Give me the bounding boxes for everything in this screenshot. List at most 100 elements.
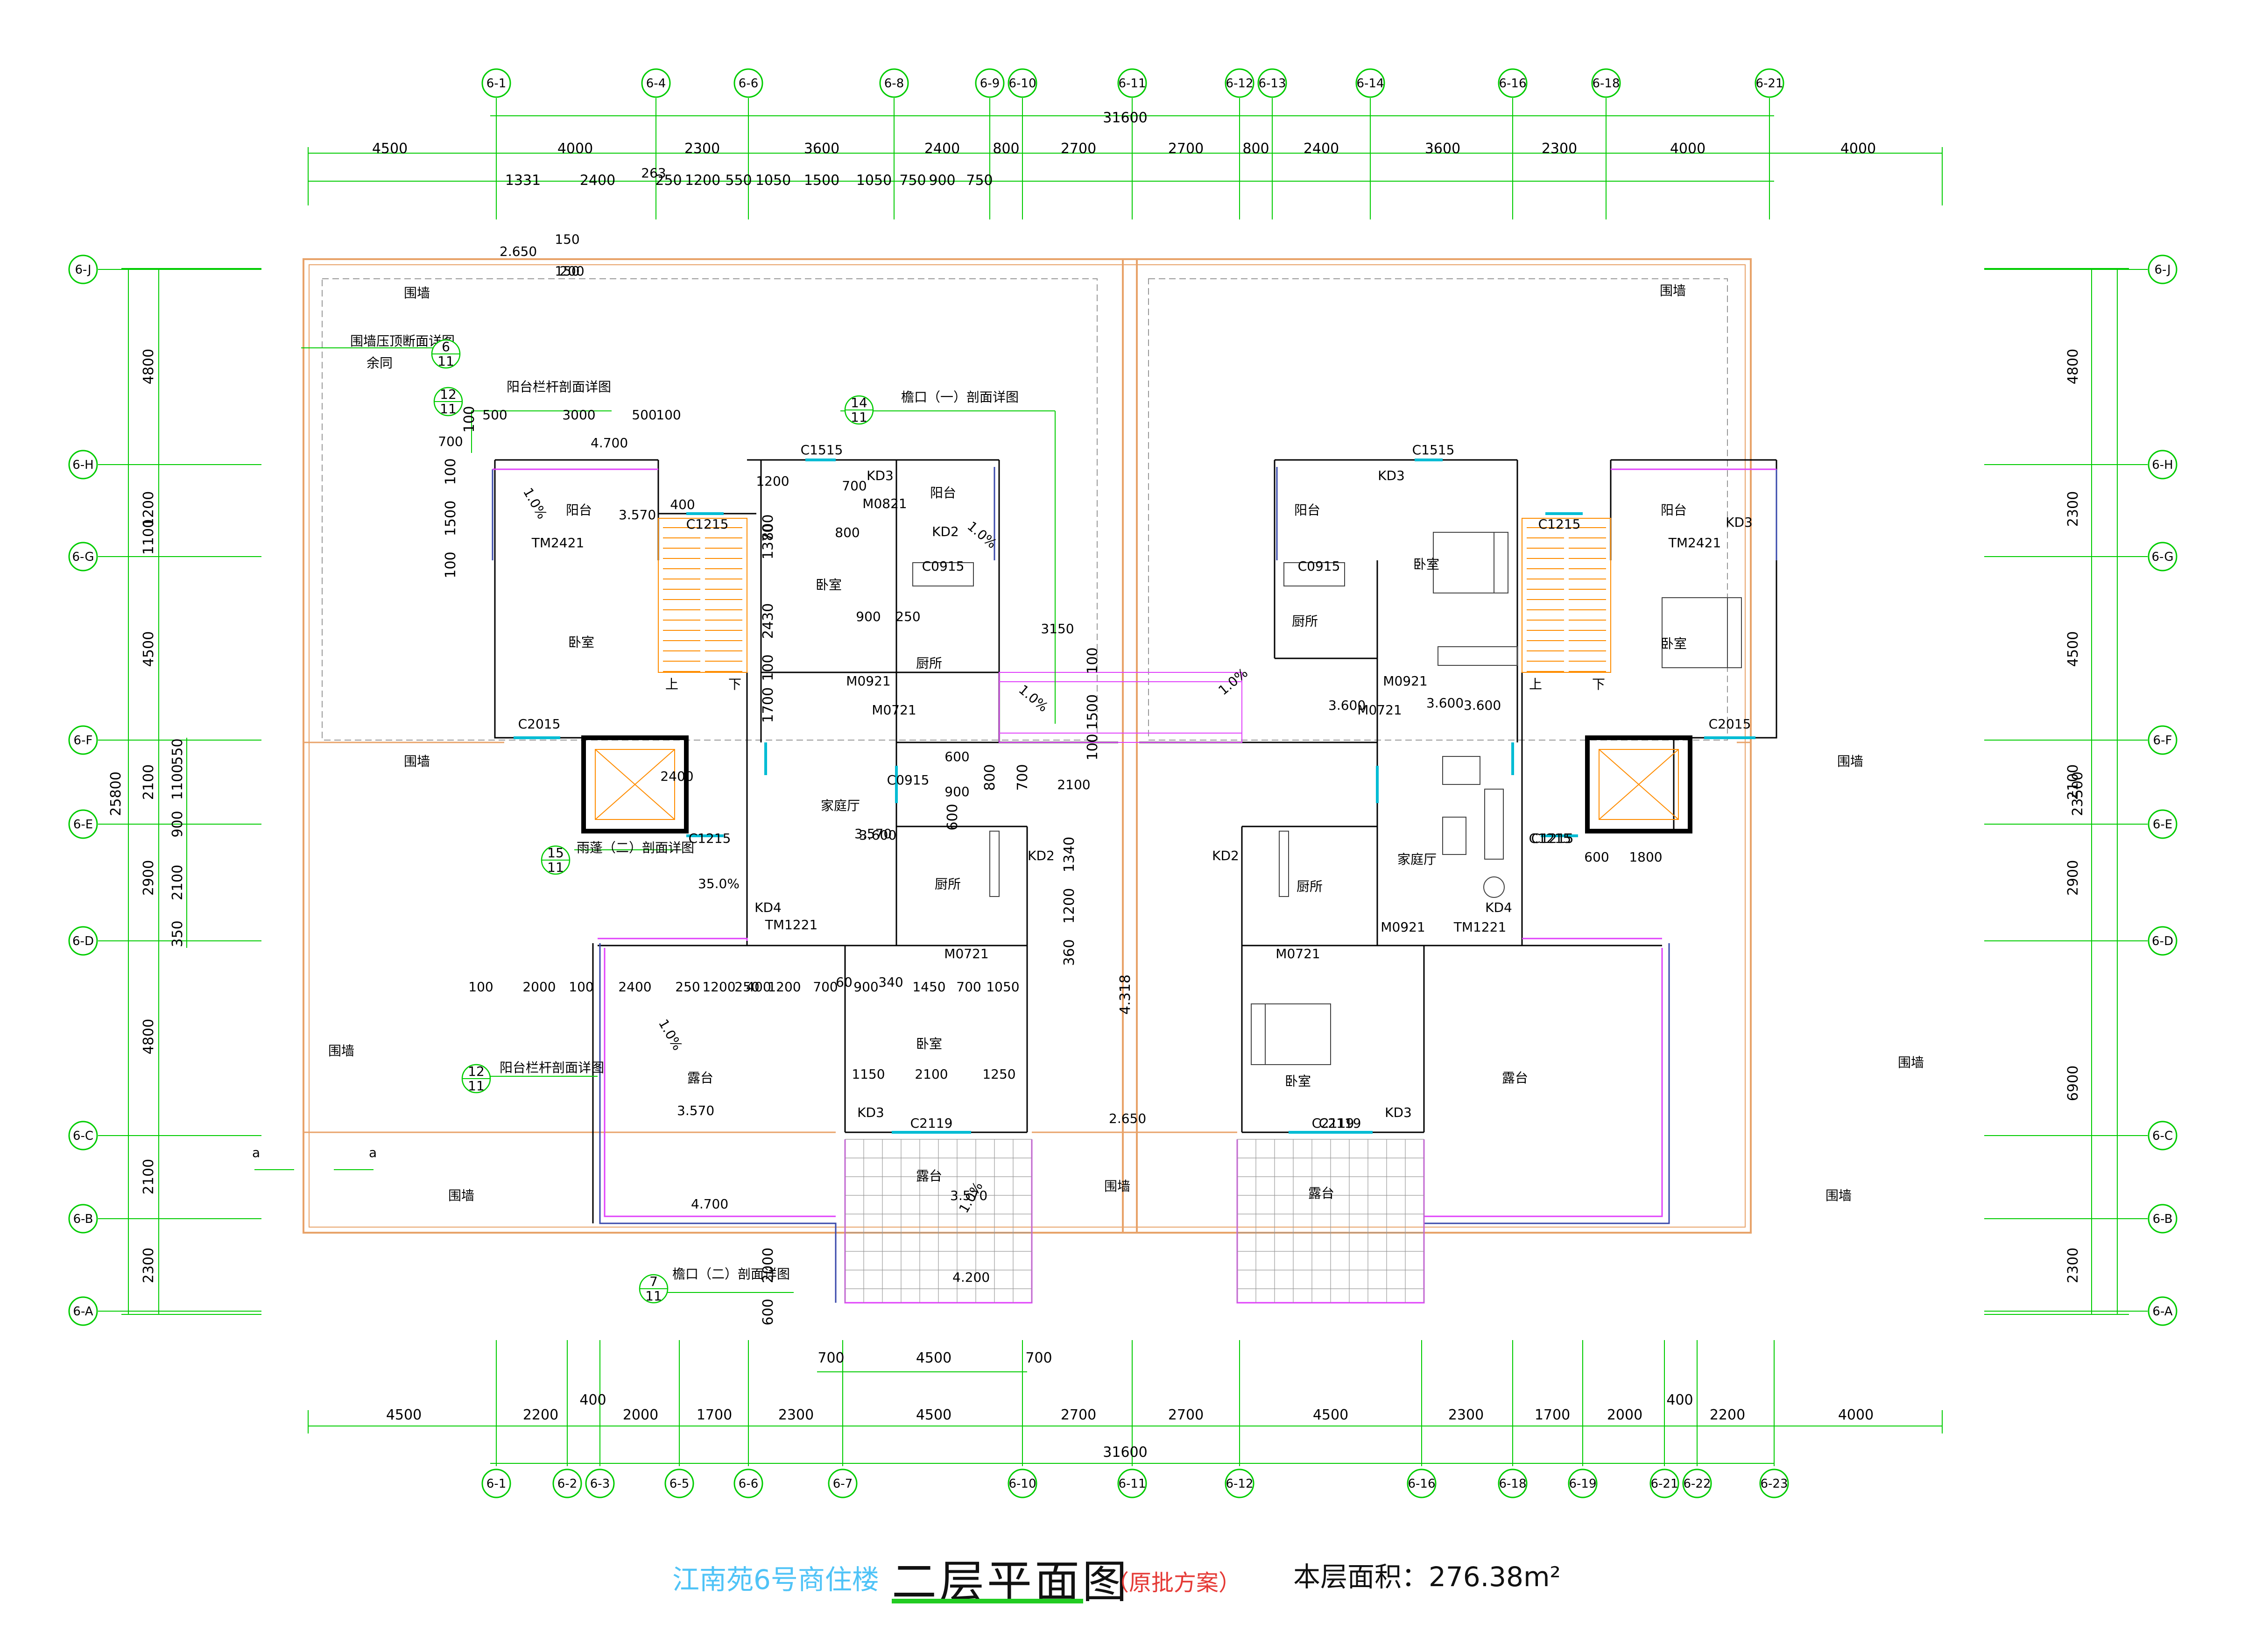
elevation-5: 3.600 [1328, 698, 1366, 713]
axis-left-6-C-label: 6-C [73, 1129, 93, 1143]
code-7: C2015 [518, 716, 561, 732]
dim-left-8: 2300 [141, 1248, 157, 1283]
detail-ref-num-5: 7 [649, 1274, 658, 1289]
axis-bottom-6-19: 6-19 [1568, 1468, 1598, 1498]
axis-left-6-H: 6-H [68, 450, 98, 480]
dim-misc-56: 600 [1584, 849, 1609, 865]
detail-ref-sheet-1: 11 [440, 401, 457, 417]
axis-top-6-18: 6-18 [1591, 68, 1621, 98]
dim-misc-43: 250 [734, 979, 759, 995]
dim-right-6: 2300 [2065, 1248, 2081, 1283]
label-slope-4: 1.0% [1215, 665, 1251, 698]
dim-left-inner-0: 550 [169, 738, 186, 765]
detail-ref-num-3: 15 [547, 845, 564, 861]
axis-top-6-4: 6-4 [641, 68, 671, 98]
dim-top1-0: 4500 [372, 141, 408, 157]
code-13: M0721 [944, 946, 988, 961]
dim-top2-1: 2400 [580, 172, 615, 189]
leader-lines [254, 347, 1056, 1293]
dim-misc-3: 100 [461, 406, 478, 432]
approval-note: （原批方案） [1106, 1570, 1241, 1596]
code-right-8: M0721 [1357, 702, 1402, 718]
dim-top1-2: 2300 [684, 141, 720, 157]
axis-right-6-C: 6-C [2148, 1121, 2178, 1151]
dim-bottom1-2: 700 [1025, 1350, 1052, 1366]
axis-bottom-6-12: 6-12 [1225, 1468, 1254, 1498]
dim-misc-22: 250 [895, 609, 920, 624]
axis-bottom-6-2: 6-2 [552, 1468, 582, 1498]
room-left-4: 厨所 [916, 656, 942, 671]
left-axis-group: 6-J6-H6-G6-F6-E6-D6-C6-B6-A [68, 254, 261, 1326]
dim-right-1: 2300 [2065, 491, 2081, 527]
axis-right-6-E-label: 6-E [2153, 818, 2172, 832]
detail-ref-num-0: 6 [442, 339, 450, 354]
title-underline [892, 1599, 1083, 1603]
dim-top1-5: 800 [993, 141, 1019, 157]
label-wall-0: 围墙 [404, 285, 430, 301]
axis-right-6-F-label: 6-F [2153, 734, 2172, 748]
left-stair [658, 518, 747, 673]
axis-right-6-A-label: 6-A [2152, 1305, 2172, 1319]
dim-bottom1-1: 4500 [916, 1350, 951, 1366]
detail-ref-sheet-5: 11 [645, 1288, 662, 1304]
axis-bottom-6-21: 6-21 [1649, 1468, 1679, 1498]
dim-bottom2-1: 2200 [523, 1407, 558, 1423]
dim-top2-2: 250 [655, 172, 682, 189]
code-12: KD2 [1028, 848, 1055, 863]
left-unit-colored-lines [492, 467, 1033, 1304]
axis-left-6-G: 6-G [68, 542, 98, 572]
label-wall-7: 围墙 [1825, 1188, 1852, 1203]
elevation-2: 3.570 [619, 507, 656, 522]
axis-top-6-8: 6-8 [879, 68, 909, 98]
dim-bottom2-9: 2300 [1448, 1407, 1484, 1423]
axis-left-6-B-label: 6-B [73, 1212, 93, 1226]
axis-top-6-21: 6-21 [1755, 68, 1784, 98]
dim-bottom1-0: 700 [817, 1350, 844, 1366]
label-slope-steep: 35.0% [698, 876, 740, 891]
label-slope-1: 1.0% [655, 1017, 685, 1053]
axis-bottom-6-11-label: 6-11 [1118, 1477, 1146, 1491]
dim-bottom-total: 31600 [1103, 1444, 1147, 1461]
axis-top-6-9: 6-9 [975, 68, 1005, 98]
dim-top1-11: 2300 [1542, 141, 1577, 157]
dim-misc-26: 100 [1085, 734, 1101, 760]
code-2: M0821 [862, 496, 907, 511]
code-right-13: C1215 [1531, 831, 1574, 846]
axis-left-6-D: 6-D [68, 926, 98, 956]
dim-misc-36: 4.318 [1117, 974, 1134, 1015]
dim-top2-10: 750 [966, 172, 993, 189]
dim-misc-23: 3150 [1041, 621, 1074, 636]
dim-top1-8: 800 [1242, 141, 1269, 157]
label-wall-3: 围墙 [1837, 754, 1863, 769]
dim-top1-1: 4000 [557, 141, 593, 157]
axis-bottom-6-10: 6-10 [1008, 1468, 1037, 1498]
dim-misc-51: 1050 [986, 979, 1019, 995]
label-section-1: a [369, 1145, 377, 1160]
bridge-corridor [999, 672, 1242, 743]
room-right-4: 卧室 [1661, 636, 1687, 651]
axis-right-6-G-label: 6-G [2151, 550, 2173, 564]
dim-misc-20: 1700 [760, 687, 776, 723]
dim-bottom2-5: 4500 [916, 1407, 951, 1423]
axis-bottom-6-16: 6-16 [1407, 1468, 1437, 1498]
label-up-0: 上 [665, 677, 678, 692]
axis-bottom-6-3: 6-3 [585, 1468, 615, 1498]
dim-misc-59: 600 [760, 1299, 776, 1325]
code-right-14: M0721 [1276, 946, 1320, 961]
axis-top-6-6: 6-6 [733, 68, 763, 98]
dim-misc-24: 100 [1085, 647, 1101, 674]
room-right-0: 阳台 [1294, 502, 1320, 518]
dim-top2-extra: 263 [641, 165, 666, 181]
dim-top1-10: 3600 [1425, 141, 1460, 157]
label-slope-0: 1.0% [520, 485, 550, 522]
code-right-15: KD3 [1385, 1105, 1412, 1120]
dim-misc-1: 150 [555, 263, 579, 279]
axis-bottom-6-5-label: 6-5 [669, 1477, 689, 1491]
axis-left-6-E-label: 6-E [73, 818, 93, 832]
dim-right-total: 23500 [2070, 771, 2086, 816]
code-18: C1215 [1529, 831, 1572, 846]
label-same: 余同 [366, 355, 393, 371]
axis-top-6-6-label: 6-6 [739, 77, 758, 91]
